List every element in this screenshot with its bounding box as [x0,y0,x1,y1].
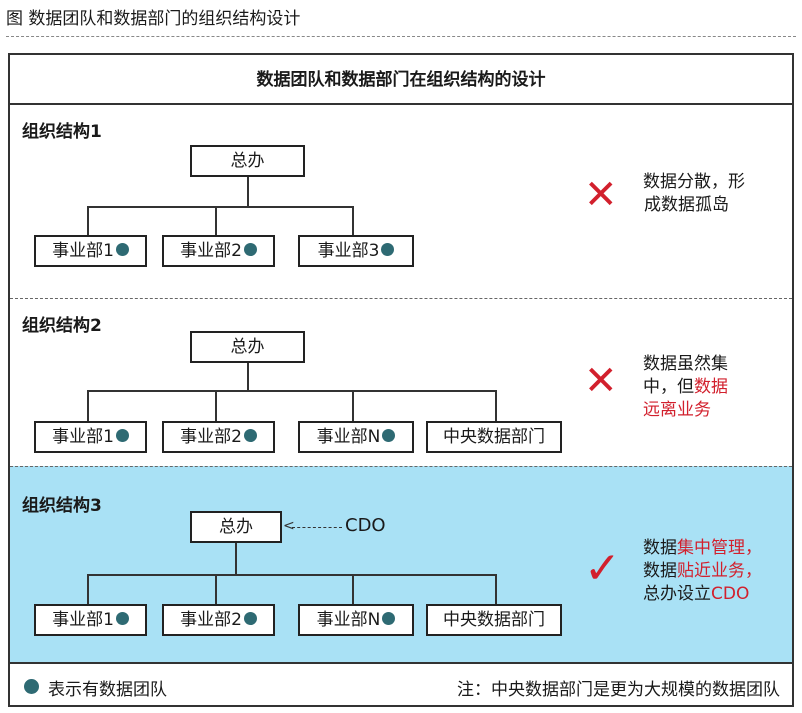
section-title: 组织结构1 [22,122,102,142]
central-data-dept-node: 中央数据部门 [426,604,562,636]
connector [215,390,217,421]
connector [352,206,354,235]
caption-divider [6,36,796,37]
connector [87,574,497,576]
verdict-note: 数据虽然集 中，但数据 远离业务 [643,354,728,420]
connector [352,390,354,421]
root-node: 总办 [190,331,305,363]
connector [87,206,354,208]
section-title: 组织结构3 [22,496,102,516]
business-unit-node: 事业部N [298,604,414,636]
org-structure-3: 组织结构3 总办 < CDO 事业部1 事业部2 事业部N 中央数据部门 ✓ 数… [10,466,792,662]
data-team-dot [243,243,257,256]
checkmark-icon: ✓ [584,543,621,594]
root-node: 总办 [190,145,305,177]
connector [247,363,249,391]
data-team-dot [243,612,257,625]
data-team-dot [115,612,129,625]
connector [495,574,497,604]
data-team-dot [382,429,396,442]
business-unit-node: 事业部1 [34,604,147,636]
connector [352,574,354,604]
verdict-note: 数据分散，形 成数据孤岛 [643,172,745,215]
data-team-dot [381,243,395,256]
business-unit-node: 事业部2 [162,604,275,636]
data-team-dot [243,429,257,442]
business-unit-node: 事业部1 [34,421,147,453]
section-title: 组织结构2 [22,316,102,336]
connector [235,543,237,575]
business-unit-node: 事业部2 [162,421,275,453]
business-unit-node: 事业部3 [298,235,414,267]
connector [87,574,89,604]
footnote: 注：中央数据部门是更为大规模的数据团队 [457,680,780,700]
root-node: 总办 [190,511,282,543]
connector [87,390,89,421]
arrow-left-icon: < [283,518,295,534]
data-team-dot [115,243,129,256]
business-unit-node: 事业部2 [162,235,275,267]
org-structure-1: 组织结构1 总办 事业部1 事业部2 事业部3 ✕ 数据分散，形 成数据孤岛 [10,105,792,297]
diagram-title: 数据团队和数据部门在组织结构的设计 [8,55,794,105]
org-structure-2: 组织结构2 总办 事业部1 事业部2 事业部N 中央数据部门 ✕ 数据虽然集 中… [10,298,792,466]
figure-caption: 图 数据团队和数据部门的组织结构设计 [6,9,301,29]
connector [495,390,497,421]
connector [87,390,497,392]
data-team-dot [382,612,396,625]
connector [215,574,217,604]
legend-label: 表示有数据团队 [48,680,167,700]
connector [247,177,249,207]
diagram-frame [8,53,794,707]
data-team-dot [115,429,129,442]
connector [215,206,217,235]
verdict-note: 数据集中管理， 数据贴近业务， 总办设立CDO [643,538,762,604]
business-unit-node: 事业部1 [34,235,147,267]
cross-icon: ✕ [584,358,618,404]
legend-footer: 表示有数据团队 注：中央数据部门是更为大规模的数据团队 [10,662,792,705]
connector [87,206,89,235]
business-unit-node: 事业部N [298,421,414,453]
cdo-label: CDO [345,515,386,536]
central-data-dept-node: 中央数据部门 [426,421,562,453]
dashed-connector [292,527,342,528]
cross-icon: ✕ [584,172,618,218]
data-team-dot [24,679,39,694]
